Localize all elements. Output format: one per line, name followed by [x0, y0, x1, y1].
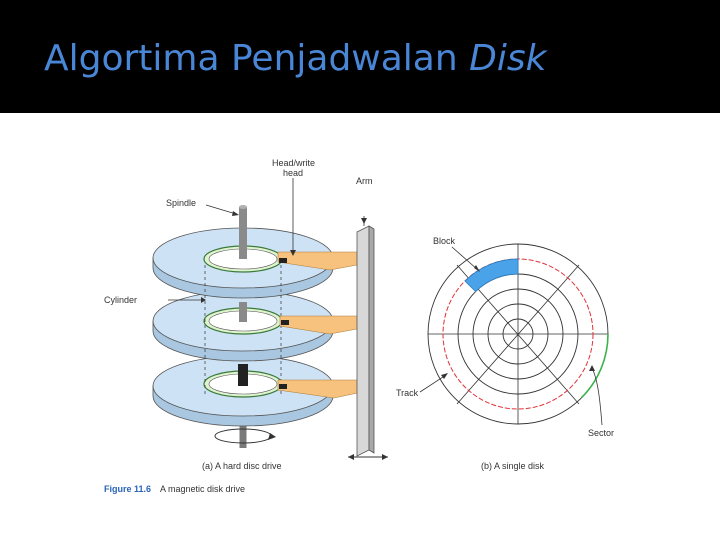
arm-3 — [277, 379, 363, 399]
title-main: Algortima Penjadwalan — [44, 38, 470, 79]
label-sector: Sector — [588, 428, 614, 438]
rotation-arrowhead — [268, 433, 276, 440]
arm-movement-arrow — [348, 454, 388, 460]
title-bar: Algortima Penjadwalan Disk — [0, 0, 720, 113]
disk-drive-figure: Head/write head Arm Spindle Cylinder (a)… — [104, 158, 614, 494]
label-arm: Arm — [356, 176, 373, 186]
arm-1 — [277, 251, 363, 271]
label-cylinder: Cylinder — [104, 295, 137, 305]
arm-assembly — [356, 216, 375, 457]
label-head-line1: Head/write — [272, 158, 315, 168]
block-segment — [464, 258, 519, 293]
label-track: Track — [396, 388, 419, 398]
hard-disc-drive: Head/write head Arm Spindle Cylinder (a)… — [104, 158, 388, 471]
label-block: Block — [433, 236, 456, 246]
spindle-mid — [239, 302, 247, 322]
spindle-top — [239, 207, 247, 259]
figure-caption: A magnetic disk drive — [160, 484, 245, 494]
page-title: Algortima Penjadwalan Disk — [44, 38, 546, 79]
sector-arc — [581, 333, 609, 399]
caption-b: (b) A single disk — [481, 461, 545, 471]
label-head-line2: head — [283, 168, 303, 178]
figure-number: Figure 11.6 — [104, 484, 151, 494]
spindle-low — [238, 364, 248, 386]
title-emphasis: Disk — [469, 38, 547, 79]
caption-a: (a) A hard disc drive — [202, 461, 282, 471]
single-disk: Block Track Sector (b) A single disk — [396, 236, 614, 471]
arm-2 — [279, 315, 363, 335]
label-spindle: Spindle — [166, 198, 196, 208]
